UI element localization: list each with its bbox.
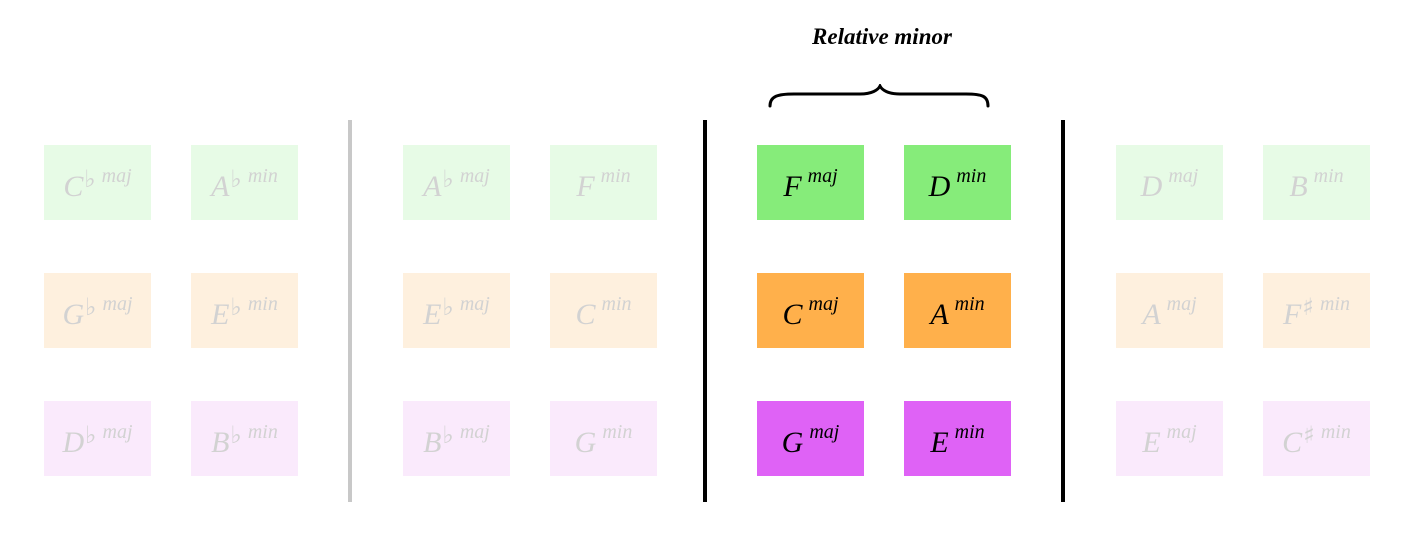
curly-brace [768, 84, 990, 108]
chord-root: E [1142, 425, 1161, 459]
chord-quality: min [956, 165, 987, 187]
chord-major-g2-r2: E♭maj [403, 273, 510, 348]
chord-quality: maj [1166, 293, 1197, 315]
chord-accidental: ♭ [230, 292, 242, 321]
chord-quality: min [954, 421, 985, 443]
chord-root: C [782, 297, 803, 331]
chord-minor-g4-r3: C♯min [1263, 401, 1370, 476]
chord-root: F [783, 169, 802, 203]
chord-root: A [1142, 297, 1161, 331]
chord-accidental: ♭ [84, 164, 96, 193]
chord-quality: maj [459, 293, 490, 315]
chord-root: F [1283, 297, 1302, 331]
chord-major-g2-r1: A♭maj [403, 145, 510, 220]
chord-quality: min [954, 293, 985, 315]
group-divider-1 [348, 120, 352, 502]
chord-root: D [62, 425, 85, 459]
chord-major-g1-r1: C♭maj [44, 145, 151, 220]
chord-root: G [781, 425, 804, 459]
chord-root: E [211, 297, 230, 331]
chord-quality: min [1320, 421, 1351, 443]
chord-accidental: ♭ [85, 292, 97, 321]
chord-quality: maj [102, 421, 133, 443]
chord-minor-g1-r1: A♭min [191, 145, 298, 220]
chord-quality: min [1319, 293, 1350, 315]
chord-root: C [1282, 425, 1303, 459]
chord-quality: maj [459, 165, 490, 187]
chord-root: A [423, 169, 442, 203]
chord-quality: maj [808, 293, 839, 315]
chord-root: B [211, 425, 230, 459]
chord-accidental: ♭ [230, 164, 242, 193]
chord-quality: min [601, 293, 632, 315]
chord-major-g1-r2: G♭maj [44, 273, 151, 348]
chord-minor-g1-r3: B♭min [191, 401, 298, 476]
chord-root: B [423, 425, 442, 459]
chord-quality: min [247, 421, 278, 443]
chord-root: E [930, 425, 949, 459]
chord-root: G [62, 297, 85, 331]
chord-minor-g4-r2: F♯min [1263, 273, 1370, 348]
chord-accidental: ♭ [442, 420, 454, 449]
chord-root: A [930, 297, 949, 331]
chord-accidental: ♯ [1303, 420, 1315, 449]
chord-quality: maj [1166, 421, 1197, 443]
chord-accidental: ♭ [230, 420, 242, 449]
relative-minor-title: Relative minor [812, 24, 952, 49]
chord-quality: min [1313, 165, 1344, 187]
chord-root: B [1289, 169, 1308, 203]
chord-major-g2-r3: B♭maj [403, 401, 510, 476]
chord-quality: min [247, 165, 278, 187]
chord-root: C [575, 297, 596, 331]
chord-quality: maj [459, 421, 490, 443]
chord-root: D [1140, 169, 1163, 203]
chord-root: D [928, 169, 951, 203]
group-divider-3 [1061, 120, 1065, 502]
chord-quality: maj [809, 421, 840, 443]
chord-quality: min [600, 165, 631, 187]
chord-accidental: ♯ [1302, 292, 1314, 321]
chord-root: C [63, 169, 84, 203]
chord-quality: maj [807, 165, 838, 187]
chord-quality: min [247, 293, 278, 315]
chord-root: A [211, 169, 230, 203]
chord-accidental: ♭ [442, 292, 454, 321]
chord-root: E [423, 297, 442, 331]
chord-quality: maj [102, 293, 133, 315]
chord-accidental: ♭ [85, 420, 97, 449]
chord-quality: maj [1168, 165, 1199, 187]
chord-minor-g1-r2: E♭min [191, 273, 298, 348]
chord-root: G [574, 425, 597, 459]
chord-major-g1-r3: D♭maj [44, 401, 151, 476]
chord-accidental: ♭ [442, 164, 454, 193]
chord-root: F [576, 169, 595, 203]
group-divider-2 [703, 120, 707, 502]
chord-quality: maj [101, 165, 132, 187]
chord-quality: min [602, 421, 633, 443]
